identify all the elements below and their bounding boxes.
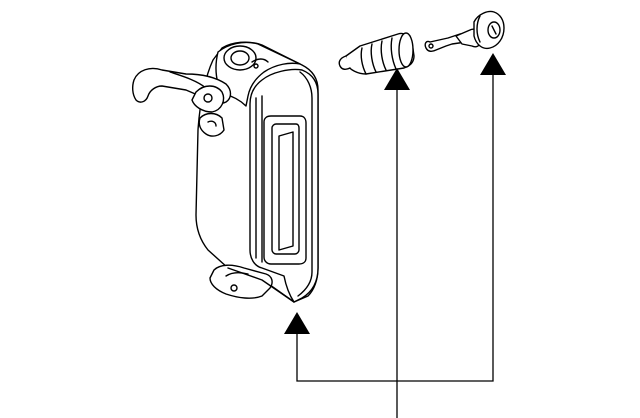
arrow-socket-icon (384, 68, 410, 90)
leader-bracket (296, 75, 494, 382)
bulb[interactable] (424, 10, 505, 53)
housing[interactable] (131, 41, 319, 303)
arrow-bulb-icon (480, 53, 506, 75)
leader-lines (296, 75, 494, 418)
bulb-socket[interactable] (338, 32, 415, 75)
arrow-housing-icon (284, 312, 310, 334)
